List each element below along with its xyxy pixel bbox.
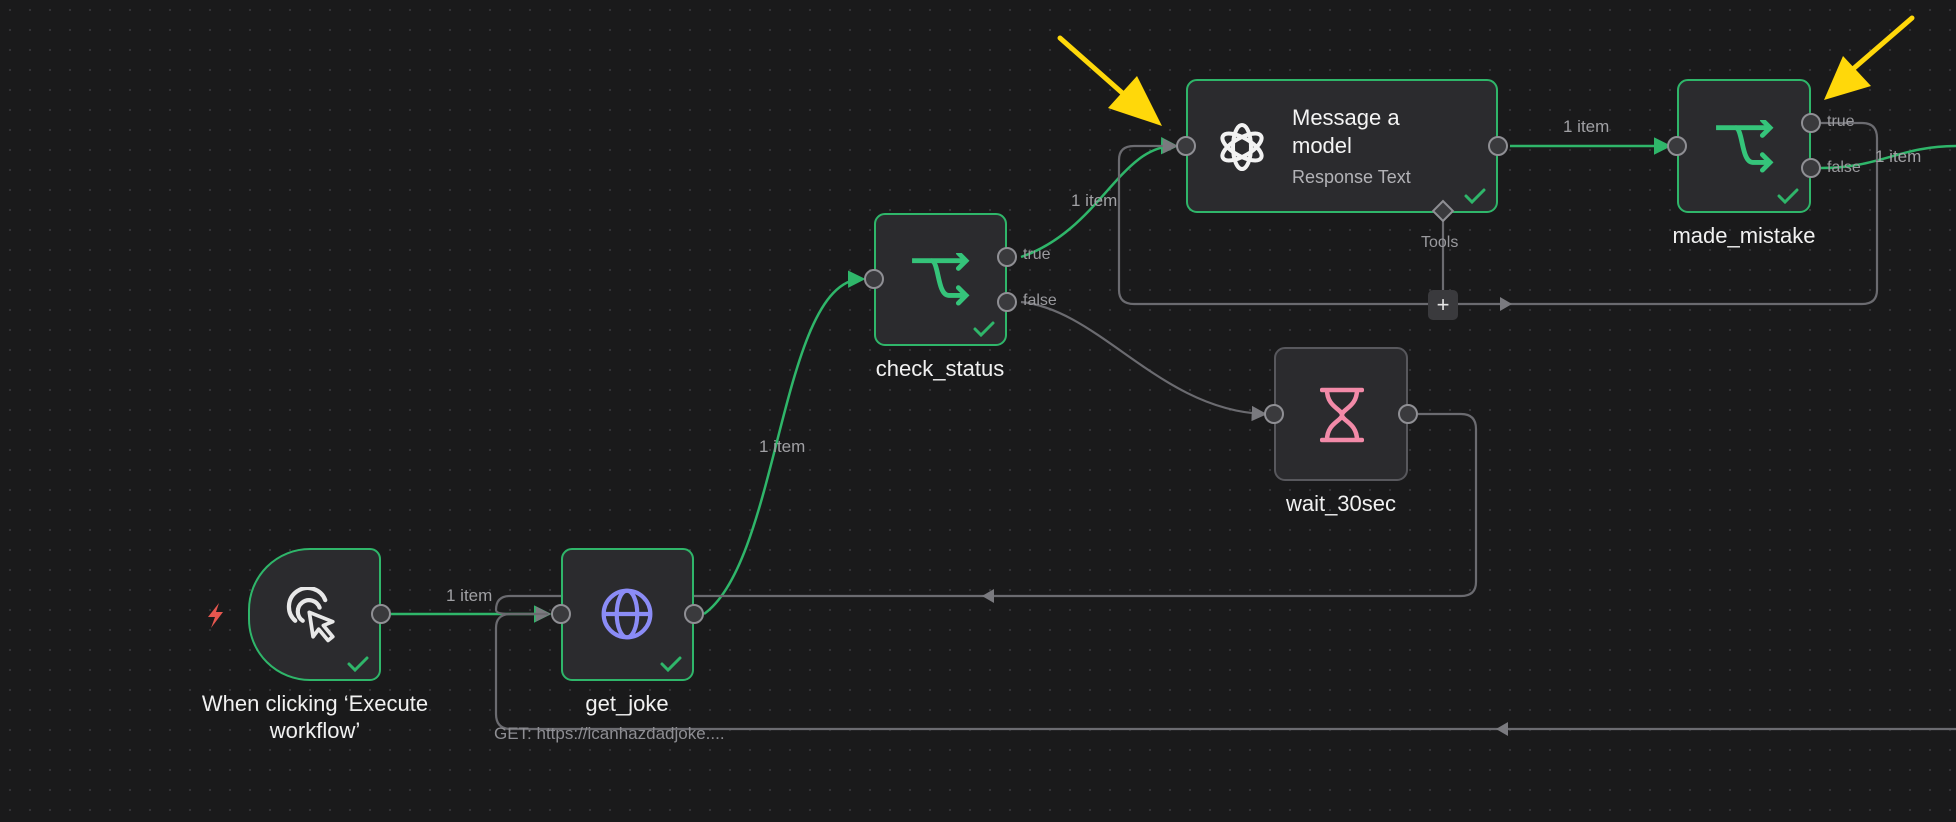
connection-label: 1 item [1875, 147, 1922, 166]
message-model-node[interactable]: Message a model Response Text [1186, 79, 1498, 213]
tools-connector-label: Tools [1421, 234, 1459, 251]
success-check-icon [973, 321, 995, 338]
connection-label: 1 item [1563, 117, 1610, 136]
wire-made-mistake-true-loop[interactable] [1117, 121, 1879, 306]
wait-30sec-input-handle[interactable] [1264, 404, 1284, 424]
get-joke-node-subtitle: GET: https://icanhazdadjoke.... [494, 724, 725, 743]
check-status-true-handle[interactable] [997, 247, 1017, 267]
success-check-icon [1777, 188, 1799, 205]
cursor-click-icon [286, 587, 335, 643]
check-status-true-label: true [1023, 246, 1051, 263]
globe-icon [601, 588, 653, 640]
connection-label: 1 item [1071, 191, 1118, 210]
add-tool-button[interactable]: + [1428, 290, 1458, 320]
wire-wait-loop-back[interactable] [494, 412, 1478, 622]
made-mistake-node-title: made_mistake [1672, 223, 1816, 248]
get-joke-node[interactable] [561, 548, 694, 681]
success-check-icon [347, 656, 369, 673]
wire-check-status-true-to-model[interactable] [1020, 137, 1179, 259]
connection-label: 1 item [446, 586, 493, 605]
message-model-output-handle[interactable] [1488, 136, 1508, 156]
message-model-node-subtitle: Response Text [1292, 167, 1411, 187]
hourglass-icon [1320, 387, 1364, 443]
wait-30sec-node-title: wait_30sec [1285, 491, 1397, 516]
wire-get-joke-to-check-status[interactable] [703, 270, 866, 616]
if-branch-icon [1716, 120, 1774, 173]
trigger-bolt-icon [208, 603, 223, 628]
wire-check-status-false-to-wait[interactable] [1020, 300, 1268, 422]
if-branch-icon [912, 253, 970, 306]
check-status-input-handle[interactable] [864, 269, 884, 289]
message-model-input-handle[interactable] [1176, 136, 1196, 156]
made-mistake-node[interactable] [1677, 79, 1811, 213]
made-mistake-input-handle[interactable] [1667, 136, 1687, 156]
annotation-arrow-right [1824, 15, 1915, 100]
trigger-node[interactable] [248, 548, 381, 681]
annotation-arrow-left [1057, 35, 1162, 126]
wait-30sec-node[interactable] [1274, 347, 1408, 481]
wire-bottom-loop-back[interactable] [494, 612, 1956, 731]
success-check-icon [1464, 188, 1486, 205]
made-mistake-true-handle[interactable] [1801, 113, 1821, 133]
get-joke-input-handle[interactable] [551, 604, 571, 624]
trigger-output-handle[interactable] [371, 604, 391, 624]
get-joke-output-handle[interactable] [684, 604, 704, 624]
made-mistake-true-label: true [1827, 113, 1855, 130]
check-status-false-handle[interactable] [997, 292, 1017, 312]
wire-made-mistake-false-out[interactable] [1820, 144, 1956, 170]
openai-icon [1220, 123, 1264, 171]
success-check-icon [660, 656, 682, 673]
wait-30sec-output-handle[interactable] [1398, 404, 1418, 424]
made-mistake-false-handle[interactable] [1801, 158, 1821, 178]
message-model-node-title: Message a model [1292, 105, 1400, 158]
check-status-node[interactable] [874, 213, 1007, 346]
check-status-false-label: false [1023, 292, 1057, 309]
trigger-node-title: When clicking ‘Execute workflow’ [201, 691, 429, 743]
connection-label: 1 item [759, 437, 806, 456]
get-joke-node-title: get_joke [585, 691, 669, 716]
made-mistake-false-label: false [1827, 159, 1861, 176]
check-status-node-title: check_status [875, 356, 1005, 381]
